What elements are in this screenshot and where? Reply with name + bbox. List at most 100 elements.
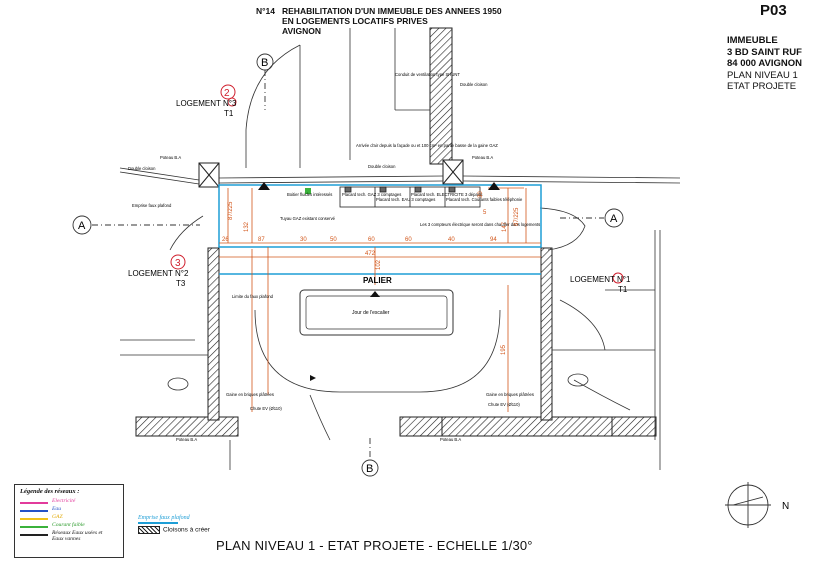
note-conduit-1: Conduit de ventilation type SHUNT bbox=[395, 72, 460, 77]
technical-cupboards bbox=[305, 186, 481, 208]
handwritten-logement2: 3 bbox=[175, 258, 181, 269]
axis-a-left-label: A bbox=[78, 220, 86, 232]
markers bbox=[258, 182, 500, 381]
network-legend: Légende des réseaux : Electricité Eau GA… bbox=[14, 484, 124, 558]
dim-top-small2: 5 bbox=[483, 210, 487, 216]
note-poteau-bl: Poteau B.A bbox=[176, 437, 197, 442]
note-double-cloison-left: Double cloison bbox=[128, 166, 156, 171]
note-gaine-right: Gaine en briques plâtrées bbox=[486, 392, 534, 397]
info-line-4: PLAN NIVEAU 1 bbox=[727, 69, 798, 81]
dim-94: 94 bbox=[490, 237, 497, 243]
legend-item-eaux-usees: Réseaux Eaux usées et Eaux vannes bbox=[20, 530, 120, 542]
wall-top-vertical bbox=[429, 27, 453, 165]
plan-outlines bbox=[119, 28, 681, 470]
axis-a-right-marker bbox=[604, 208, 624, 228]
note-placard-elec: Placard tech. ELECTRICITE 3 départs bbox=[411, 192, 482, 197]
dimension-labels: 26 87 30 50 60 60 40 94 472 87/225 132 8… bbox=[222, 191, 520, 355]
project-title-line-2: EN LOGEMENTS LOCATIFS PRIVES bbox=[282, 16, 428, 26]
legend-false-ceiling: Emprise faux plafond bbox=[138, 515, 190, 521]
axis-a-left-marker bbox=[72, 215, 92, 235]
dim-40: 40 bbox=[448, 237, 455, 243]
dim-50: 50 bbox=[330, 237, 337, 243]
false-ceiling-outline bbox=[218, 184, 542, 275]
handwritten-logement3: 2 bbox=[224, 88, 230, 99]
axis-a-right-label: A bbox=[610, 213, 618, 225]
info-line-2: 3 BD SAINT RUF bbox=[727, 46, 802, 58]
note-poteau-bm: Poteau B.A bbox=[440, 437, 461, 442]
note-chute-right: Chute EV (Ø110) bbox=[488, 402, 520, 407]
dim-total: 472 bbox=[365, 251, 376, 257]
note-boitier: Boitier fluides intéressés bbox=[287, 192, 332, 197]
hatch-swatch-icon bbox=[138, 526, 160, 534]
note-placard-courants: Placard tech. Courants faibles téléphoni… bbox=[446, 197, 523, 202]
building-info-block: IMMEUBLE 3 BD SAINT RUF 84 000 AVIGNON P… bbox=[727, 35, 802, 93]
note-gaine-left: Gaine en briques plâtrées bbox=[226, 392, 274, 397]
legend-swatch bbox=[20, 526, 48, 528]
walls bbox=[135, 27, 657, 437]
note-placard-gaz: Placard tech. GAZ 3 comptages bbox=[342, 192, 401, 197]
room-type-logement1: T1 bbox=[618, 285, 628, 294]
note-arrivee-air: Arrivée d'air depuis la façade ou et 100… bbox=[356, 143, 498, 148]
legend-item-eau: Eau bbox=[20, 506, 120, 514]
info-line-5: ETAT PROJETE bbox=[727, 81, 797, 92]
wall-bottom-left bbox=[135, 416, 239, 437]
note-placard-eau: Placard tech. EAU 3 comptages bbox=[376, 197, 435, 202]
project-number: N°14 bbox=[256, 6, 275, 16]
dim-60b: 60 bbox=[405, 237, 412, 243]
axis-b-bottom-label: B bbox=[366, 463, 373, 475]
dim-60a: 60 bbox=[368, 237, 375, 243]
stair-opening bbox=[299, 289, 454, 336]
legend-item-courant-faible: Courant faible bbox=[20, 522, 120, 530]
room-label-logement3: LOGEMENT N°3 bbox=[176, 99, 237, 108]
palier-label: PALIER bbox=[363, 276, 392, 285]
axis-b-bottom-marker bbox=[361, 459, 379, 477]
dim-stair-depth: 195 bbox=[501, 344, 507, 355]
note-poteau-tr: Poteau B.A bbox=[472, 155, 493, 160]
annotations: Conduit de ventilation type SHUNT Double… bbox=[128, 72, 540, 442]
north-compass-icon bbox=[725, 482, 771, 528]
room-label-logement2: LOGEMENT N°2 bbox=[128, 269, 189, 278]
dim-right-height: 147 bbox=[502, 221, 508, 232]
info-line-3: 84 000 AVIGNON bbox=[727, 58, 802, 69]
room-label-logement1: LOGEMENT N°1 bbox=[570, 275, 631, 284]
axis-markers bbox=[72, 53, 624, 477]
dim-left-vertical: 87/225 bbox=[228, 201, 234, 220]
axis-b-top-label: B bbox=[261, 57, 268, 69]
stair-opening-label: Jour de l'escalier bbox=[352, 310, 390, 316]
handwritten-marks bbox=[170, 84, 624, 284]
project-title-line-3: AVIGNON bbox=[282, 26, 322, 36]
room-type-logement2: T3 bbox=[176, 279, 186, 288]
wall-bottom-right bbox=[611, 416, 657, 437]
legend-swatch bbox=[20, 518, 48, 520]
project-title-block: N°14 REHABILITATION D'UN IMMEUBLE DES ANN… bbox=[256, 6, 502, 36]
legend-swatch bbox=[20, 510, 48, 512]
dim-right-vertical: 87/225 bbox=[514, 207, 520, 226]
dim-top-small: 30 bbox=[478, 191, 484, 198]
project-title-line-1: REHABILITATION D'UN IMMEUBLE DES ANNEES … bbox=[282, 6, 502, 16]
sheet-code: P03 bbox=[760, 2, 787, 19]
dim-87: 87 bbox=[258, 237, 265, 243]
note-double-cloison-mid: Double cloison bbox=[368, 164, 396, 169]
dim-palier-depth: 102 bbox=[376, 259, 382, 270]
legend-false-ceiling-swatch bbox=[138, 522, 178, 524]
note-poteau-tl: Poteau B.A bbox=[160, 155, 181, 160]
dim-26: 26 bbox=[222, 237, 229, 243]
legend-title: Légende des réseaux : bbox=[20, 488, 80, 495]
dim-left-height: 132 bbox=[244, 221, 250, 232]
legend-item-gaz: GAZ bbox=[20, 514, 120, 522]
dim-30: 30 bbox=[300, 237, 307, 243]
legend-swatch bbox=[20, 502, 48, 504]
note-tuyau-gaz: Tuyau GAZ existant conservé bbox=[280, 216, 336, 221]
wall-right-vertical bbox=[540, 247, 553, 421]
info-line-1: IMMEUBLE bbox=[727, 35, 778, 46]
toilet-icons bbox=[167, 373, 589, 391]
room-type-logement3: T1 bbox=[224, 109, 234, 118]
compass-label: N bbox=[782, 501, 789, 512]
note-double-cloison-top: Double cloison bbox=[460, 82, 488, 87]
legend-swatch bbox=[20, 534, 48, 536]
dimension-lines bbox=[219, 187, 541, 412]
legend-partitions: Cloisons à créer bbox=[138, 526, 210, 534]
note-chute-left: Chute EV (Ø110) bbox=[250, 406, 282, 411]
note-limite-faux-plafond: Limite du faux plafond bbox=[232, 294, 274, 299]
